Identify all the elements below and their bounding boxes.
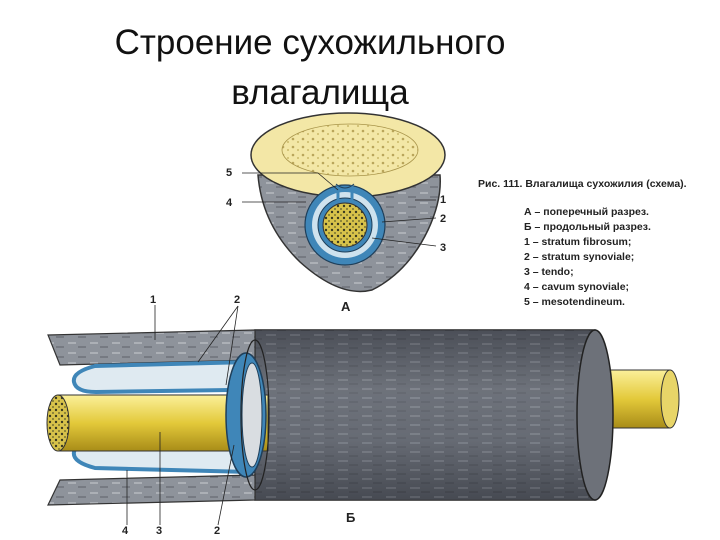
label-long-bottom-4: 4 bbox=[122, 525, 129, 537]
tendon-cut-end bbox=[46, 394, 70, 452]
slide-title: Строение сухожильного влагалища bbox=[0, 18, 720, 118]
cross-section-a: 5 4 1 2 3 А bbox=[226, 112, 446, 314]
legend-item-b: Б – продольный разрез. bbox=[524, 221, 651, 233]
legend-item-5: 5 – mesotendineum. bbox=[524, 296, 625, 308]
label-cross-4: 4 bbox=[226, 197, 233, 209]
label-long-bottom-3: 3 bbox=[156, 525, 162, 537]
longitudinal-section-b: 1 2 4 3 2 Б bbox=[46, 294, 680, 537]
legend-item-4: 4 – cavum synoviale; bbox=[524, 281, 629, 293]
label-cross-3: 3 bbox=[440, 242, 446, 254]
legend-item-a: А – поперечный разрез. bbox=[524, 206, 649, 218]
label-section-b: Б bbox=[346, 510, 355, 525]
legend-item-3: 3 – tendo; bbox=[524, 266, 574, 278]
label-section-a: А bbox=[341, 299, 351, 314]
title-line-2: влагалища bbox=[231, 73, 409, 112]
figure-legend: Рис. 111. Влагалища сухожилия (схема). А… bbox=[478, 178, 687, 308]
label-cross-1: 1 bbox=[440, 194, 446, 206]
figure-caption: Рис. 111. Влагалища сухожилия (схема). bbox=[478, 178, 687, 190]
fibrous-layer-bottom-flap bbox=[47, 474, 256, 506]
label-long-bottom-2: 2 bbox=[214, 525, 220, 537]
legend-item-1: 1 – stratum fibrosum; bbox=[524, 236, 631, 248]
label-cross-5: 5 bbox=[226, 167, 232, 179]
mesotendineum bbox=[336, 185, 354, 200]
fibrous-layer-top-flap bbox=[47, 329, 256, 366]
label-cross-2: 2 bbox=[440, 213, 446, 225]
legend-item-2: 2 – stratum synoviale; bbox=[524, 251, 634, 263]
tendon-cross-section bbox=[322, 202, 368, 248]
bone-spongy-core bbox=[281, 123, 419, 177]
title-line-1: Строение сухожильного bbox=[114, 23, 506, 62]
label-long-top-2: 2 bbox=[234, 294, 240, 306]
synovial-fold-top bbox=[71, 360, 251, 395]
label-long-top-1: 1 bbox=[150, 294, 156, 306]
